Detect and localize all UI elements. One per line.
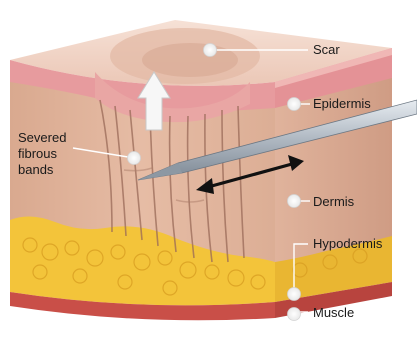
hypodermis-label: Hypodermis: [313, 236, 383, 251]
muscle-label: Muscle: [313, 305, 354, 320]
epidermis-marker-dot: [288, 98, 301, 111]
muscle-marker-dot: [288, 308, 301, 321]
dermis-label: Dermis: [313, 194, 355, 209]
hypodermis-marker-dot: [288, 288, 301, 301]
severed-bands-marker-dot: [128, 152, 141, 165]
epidermis-label: Epidermis: [313, 96, 371, 111]
scar-pit: [142, 43, 238, 77]
scar-marker-dot: [204, 44, 217, 57]
severed-label-line3: bands: [18, 162, 54, 177]
dermis-marker-dot: [288, 195, 301, 208]
severed-label-line2: fibrous: [18, 146, 58, 161]
severed-label-line1: Severed: [18, 130, 66, 145]
scar-label: Scar: [313, 42, 340, 57]
